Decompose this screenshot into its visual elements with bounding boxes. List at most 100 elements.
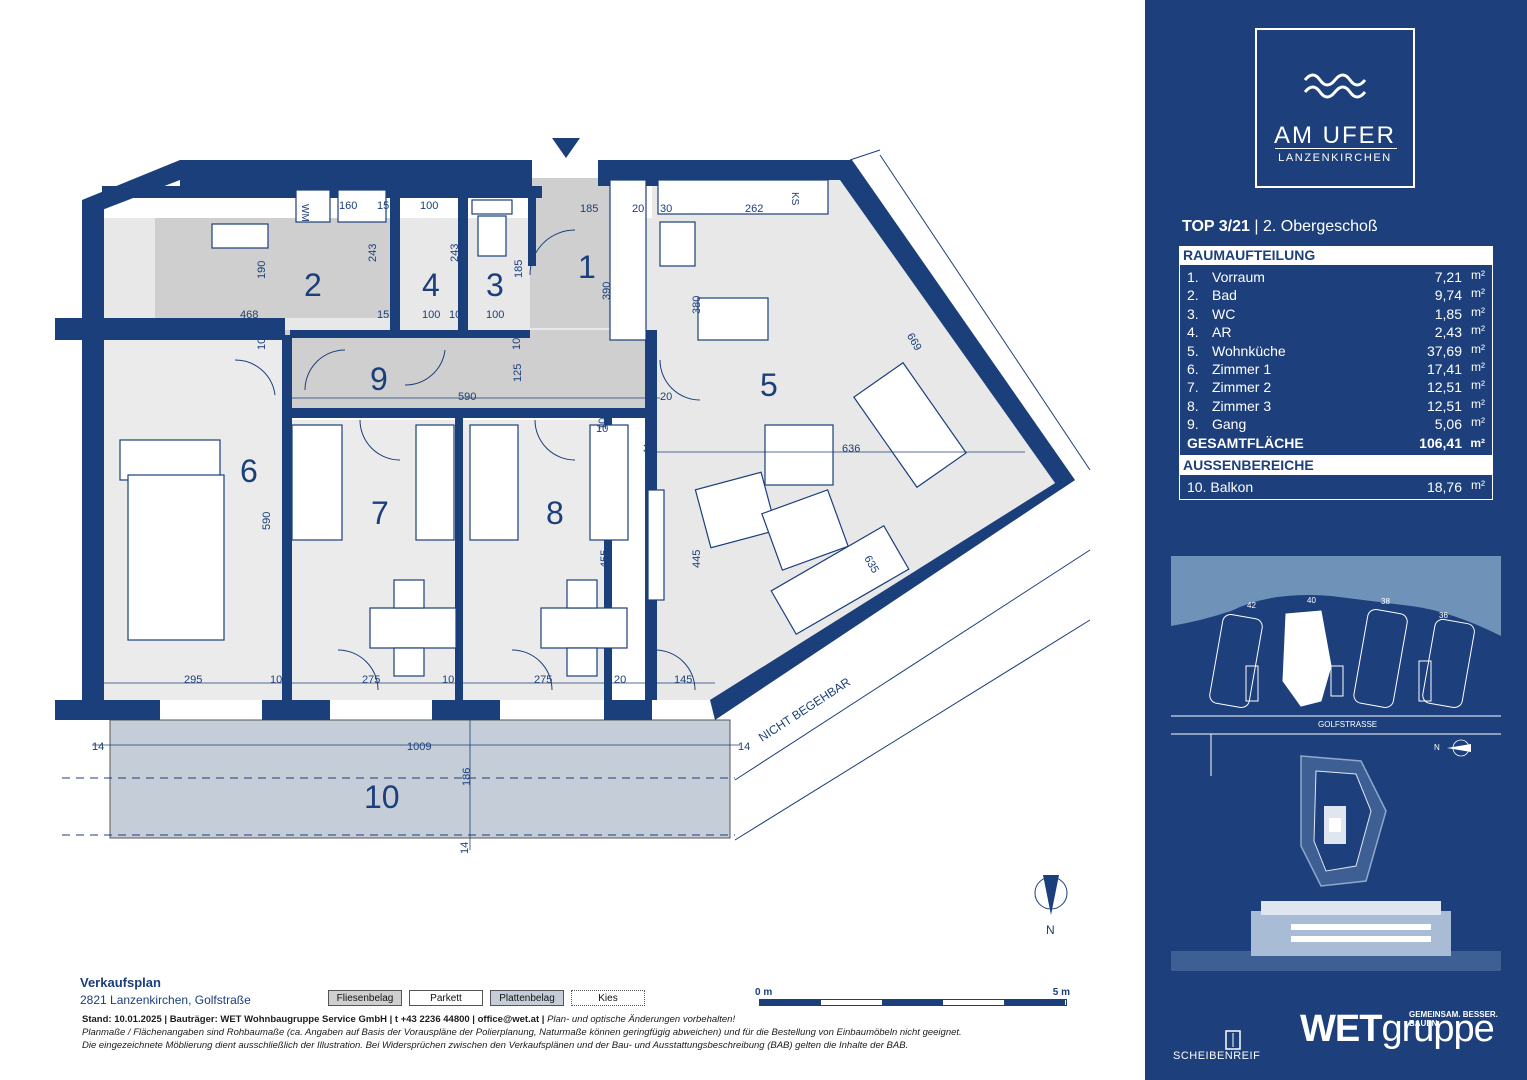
footer-notes: Stand: 10.01.2025 | Bauträger: WET Wohnb… — [82, 1013, 1142, 1052]
room-number: 7 — [371, 495, 389, 531]
room-row-num: 2. — [1187, 287, 1199, 304]
room-row-unit: m² — [1471, 341, 1485, 356]
dimension-notice: Planmaße / Flächenangaben sind Rohbaumaß… — [82, 1027, 962, 1038]
room-row-num: 8. — [1187, 397, 1199, 414]
room-row-value: 37,69 — [1426, 342, 1462, 359]
outdoor-heading: AUSSENBEREICHE — [1179, 455, 1493, 475]
room-row-label: Bad — [1212, 287, 1237, 304]
dim-label: 100 — [486, 309, 504, 321]
site-plan: 42 40 38 36 GOLFSTRASSE N — [1171, 556, 1501, 971]
wet-logo-bold: WET — [1300, 1008, 1382, 1050]
dim-label: 186 — [461, 768, 473, 786]
room-numbers: 1 2 3 4 5 6 7 8 9 10 — [240, 249, 778, 815]
room-table-heading: RAUMAUFTEILUNG — [1179, 246, 1493, 265]
building-outlines — [1171, 608, 1501, 776]
wm-label: WM — [299, 204, 310, 222]
ks-label: KS — [789, 192, 800, 206]
dim-label: 20 — [632, 203, 644, 215]
dim-label: 100 — [420, 200, 438, 212]
room-row-value: 17,41 — [1426, 360, 1462, 377]
room-number: 4 — [422, 267, 440, 303]
logo-divider — [1275, 148, 1397, 149]
crest-icon — [1225, 1030, 1241, 1050]
dim-label: 10 — [449, 309, 461, 321]
furniture — [119, 179, 967, 677]
dim-label: 14 — [92, 741, 104, 753]
room-row-label: Wohnküche — [1212, 342, 1286, 359]
project-logo: AM UFER LANZENKIRCHEN — [1255, 28, 1415, 188]
logo-subtitle: LANZENKIRCHEN — [1278, 152, 1392, 164]
dim-label: 125 — [512, 364, 524, 382]
total-value: 106,41 — [1419, 434, 1462, 451]
building-floorplan-detail — [1300, 755, 1387, 887]
dimension-lines — [92, 321, 1025, 850]
water-area — [1171, 556, 1501, 636]
room-row-num: 3. — [1187, 305, 1199, 322]
dim-label: 10 — [442, 674, 454, 686]
room-row-num: 5. — [1187, 342, 1199, 359]
dim-label: 14 — [459, 842, 471, 854]
dim-label: 15 — [377, 309, 389, 321]
dim-label: 455 — [599, 550, 611, 568]
dim-label: 295 — [184, 674, 202, 686]
wet-logo-light: gruppe — [1381, 1008, 1494, 1050]
door-swings — [234, 229, 701, 691]
dim-label: 10 — [511, 338, 523, 350]
dim-label: 1009 — [407, 741, 431, 753]
dim-label: 10 — [270, 674, 282, 686]
room-row-value: 1,85 — [1434, 305, 1462, 322]
room-row-num: 1. — [1187, 269, 1199, 285]
dim-label: 390 — [601, 282, 613, 300]
dim-label: 185 — [580, 203, 598, 215]
dim-label: 160 — [339, 200, 357, 212]
dim-label: 10 — [597, 418, 609, 430]
dim-label: 468 — [240, 309, 258, 321]
dim-label: 380 — [691, 296, 703, 314]
room-number: 10 — [364, 779, 400, 815]
room-row-unit: m² — [1471, 359, 1485, 374]
room-row-num: 4. — [1187, 324, 1199, 341]
info-sidebar: AM UFER LANZENKIRCHEN TOP 3/21 | 2. Ober… — [1145, 0, 1527, 1080]
stand-date: Stand: 10.01.2025 — [82, 1014, 162, 1025]
room-row-num: 9. — [1187, 416, 1199, 433]
room-number: 8 — [546, 495, 564, 531]
entrance-marker — [552, 138, 580, 158]
room-row-label: Zimmer 1 — [1212, 360, 1272, 377]
dim-label: 15 — [377, 200, 389, 212]
furniture-notice: Die eingezeichnete Möblierung dient auss… — [82, 1040, 909, 1051]
room-row-unit: m² — [1471, 378, 1485, 393]
room-row-label: AR — [1212, 324, 1232, 341]
room-row-num: 6. — [1187, 360, 1199, 377]
room-row-value: 9,74 — [1434, 287, 1462, 304]
dimension-labels: 160 15 100 185 20 30 262 190 243 243 185… — [92, 200, 924, 854]
north-arrow-icon: N — [1034, 875, 1068, 937]
room-row-value: 12,51 — [1426, 379, 1462, 396]
north-label: N — [1046, 923, 1055, 937]
room-row-label: WC — [1212, 305, 1236, 322]
room-row-unit: m² — [1471, 415, 1485, 430]
wet-tagline: GEMEINSAM. BESSER. BAUEN. — [1409, 1010, 1498, 1028]
dim-label: 145 — [674, 674, 692, 686]
dim-label: 636 — [842, 443, 860, 455]
room-row: 5. Wohnküche 37,69 m² — [1180, 342, 1492, 360]
room-row-value: 5,06 — [1434, 416, 1462, 433]
developer-info: | Bauträger: WET Wohnbaugruppe Service G… — [164, 1014, 545, 1025]
dim-label: 190 — [256, 261, 268, 279]
room-row-value: 7,21 — [1434, 269, 1462, 285]
room-number: 3 — [486, 267, 504, 303]
dim-label: 20 — [614, 674, 626, 686]
hall-tiles — [285, 330, 655, 415]
room-number: 5 — [760, 367, 778, 403]
unit-number: TOP 3/21 — [1182, 218, 1250, 235]
room-number: 2 — [304, 267, 322, 303]
exterior-lines — [62, 149, 1091, 841]
floor-plan: 160 15 100 185 20 30 262 190 243 243 185… — [55, 138, 1091, 937]
room-row-unit: m² — [1471, 268, 1485, 282]
